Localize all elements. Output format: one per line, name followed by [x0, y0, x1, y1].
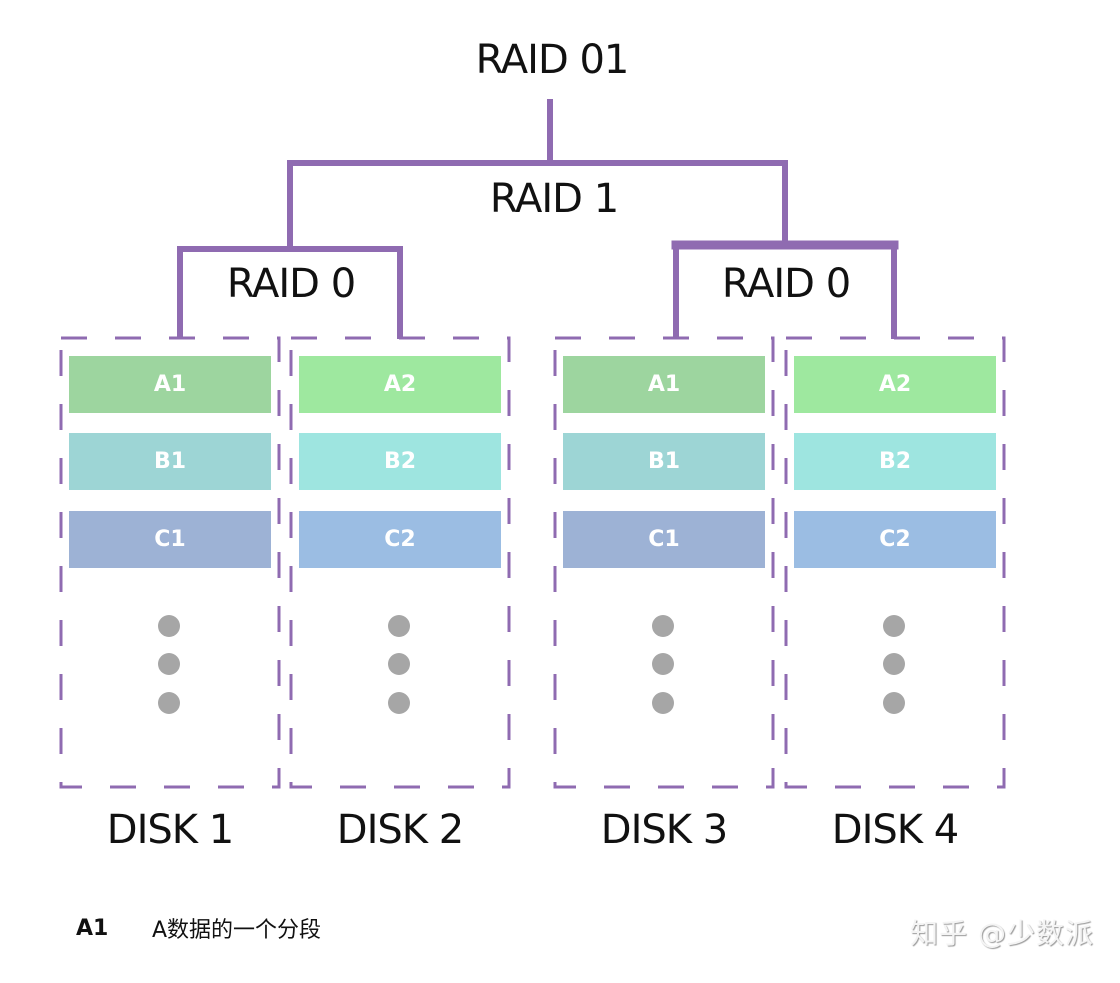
- data-block-c2: C2: [299, 511, 501, 568]
- ellipsis-dot: [883, 615, 905, 637]
- data-block-label: A1: [154, 372, 186, 397]
- watermark: 知乎 @少数派: [910, 917, 1094, 950]
- data-block-rect: [299, 511, 501, 568]
- data-block-label: B1: [648, 449, 680, 474]
- ellipsis-dot: [883, 692, 905, 714]
- data-block-label: C1: [154, 527, 185, 552]
- data-block-c1: C1: [563, 511, 765, 568]
- data-block-rect: [299, 356, 501, 413]
- ellipsis-dot: [652, 615, 674, 637]
- data-block-label: A2: [879, 372, 911, 397]
- data-block-a1: A1: [69, 356, 271, 413]
- raid01-title: RAID 01: [476, 37, 629, 83]
- disk-label: DISK 3: [601, 807, 727, 853]
- data-block-label: C2: [384, 527, 415, 552]
- disk-frame: [784, 336, 1006, 789]
- legend-description: A数据的一个分段: [152, 918, 322, 943]
- data-block-rect: [299, 433, 501, 490]
- ellipsis-dot: [388, 653, 410, 675]
- data-block-a2: A2: [794, 356, 996, 413]
- ellipsis-icon: [158, 615, 180, 714]
- data-block-label: B1: [154, 449, 186, 474]
- ellipsis-dot: [883, 653, 905, 675]
- ellipsis-dot: [652, 653, 674, 675]
- data-block-b2: B2: [794, 433, 996, 490]
- raid1-bracket: [287, 160, 788, 249]
- data-block-rect: [69, 356, 271, 413]
- disk-frame: [553, 336, 775, 789]
- data-block-label: B2: [879, 449, 911, 474]
- data-block-a1: A1: [563, 356, 765, 413]
- data-block-label: A2: [384, 372, 416, 397]
- data-block-b1: B1: [69, 433, 271, 490]
- ellipsis-dot: [652, 692, 674, 714]
- legend: A1 A数据的一个分段: [76, 912, 321, 944]
- data-block-label: C1: [648, 527, 679, 552]
- data-block-b2: B2: [299, 433, 501, 490]
- data-block-rect: [794, 356, 996, 413]
- data-block-b1: B1: [563, 433, 765, 490]
- ellipsis-dot: [158, 615, 180, 637]
- data-block-a2: A2: [299, 356, 501, 413]
- ellipsis-dot: [158, 653, 180, 675]
- ellipsis-icon: [388, 615, 410, 714]
- data-block-rect: [794, 433, 996, 490]
- raid0-left-bracket: [177, 246, 403, 339]
- ellipsis-dot: [388, 692, 410, 714]
- disk-label: DISK 2: [337, 807, 463, 853]
- data-block-rect: [69, 511, 271, 568]
- legend-key: A1: [76, 915, 109, 941]
- data-block-c1: C1: [69, 511, 271, 568]
- data-block-rect: [563, 511, 765, 568]
- data-block-label: B2: [384, 449, 416, 474]
- ellipsis-dot: [158, 692, 180, 714]
- raid0-label-right: RAID 0: [722, 261, 850, 307]
- disk-frame: [59, 336, 281, 789]
- data-block-rect: [563, 433, 765, 490]
- disk-frame: [289, 336, 511, 789]
- ellipsis-icon: [652, 615, 674, 714]
- data-block-label: C2: [879, 527, 910, 552]
- raid-tree-connectors: [177, 99, 899, 339]
- ellipsis-dot: [388, 615, 410, 637]
- data-block-rect: [69, 433, 271, 490]
- data-block-rect: [794, 511, 996, 568]
- data-block-rect: [563, 356, 765, 413]
- ellipsis-icon: [883, 615, 905, 714]
- data-block-label: A1: [648, 372, 680, 397]
- raid1-label: RAID 1: [490, 176, 618, 222]
- disk-label: DISK 4: [832, 807, 958, 853]
- disk-label: DISK 1: [107, 807, 233, 853]
- data-block-c2: C2: [794, 511, 996, 568]
- raid0-label-left: RAID 0: [227, 261, 355, 307]
